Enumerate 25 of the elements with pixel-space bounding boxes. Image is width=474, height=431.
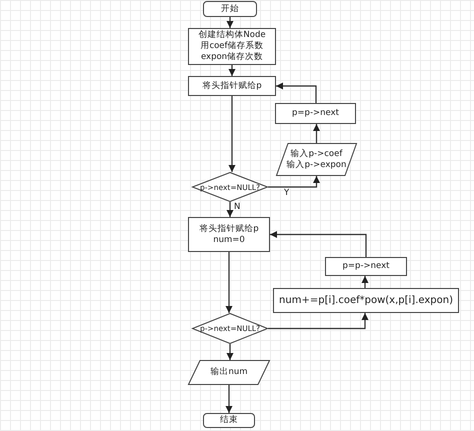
edge-label: Y [284, 188, 290, 198]
arrow [228, 65, 236, 76]
process-box: 创建结构体Node 用coef储存系数 expon储存次数 [188, 28, 276, 65]
arrow [226, 202, 234, 217]
arrow [362, 276, 368, 288]
process-box: p=p->next [325, 257, 407, 276]
arrow [313, 124, 320, 143]
edge-label: N [234, 202, 240, 212]
arrow [228, 96, 236, 172]
arrow [226, 344, 234, 360]
arrow [268, 176, 320, 188]
arrow [268, 313, 368, 330]
input-parallelogram: 输入p->coef 输入p->expon [276, 143, 357, 176]
arrow [226, 252, 232, 313]
arrow [270, 231, 367, 257]
process-box: num+=p[i].coef*pow(x,p[i].expon) [273, 288, 459, 313]
output-parallelogram: 输出num [188, 360, 270, 385]
end-box: 结束 [203, 413, 255, 428]
arrow [226, 17, 234, 28]
arrow [276, 82, 317, 103]
process-box: p=p->next [275, 103, 356, 124]
process-box: 将头指针赋给p [188, 76, 276, 96]
arrow [226, 385, 232, 413]
start-box: 开始 [203, 1, 257, 17]
process-box: 将头指针赋给p num=0 [188, 217, 270, 252]
